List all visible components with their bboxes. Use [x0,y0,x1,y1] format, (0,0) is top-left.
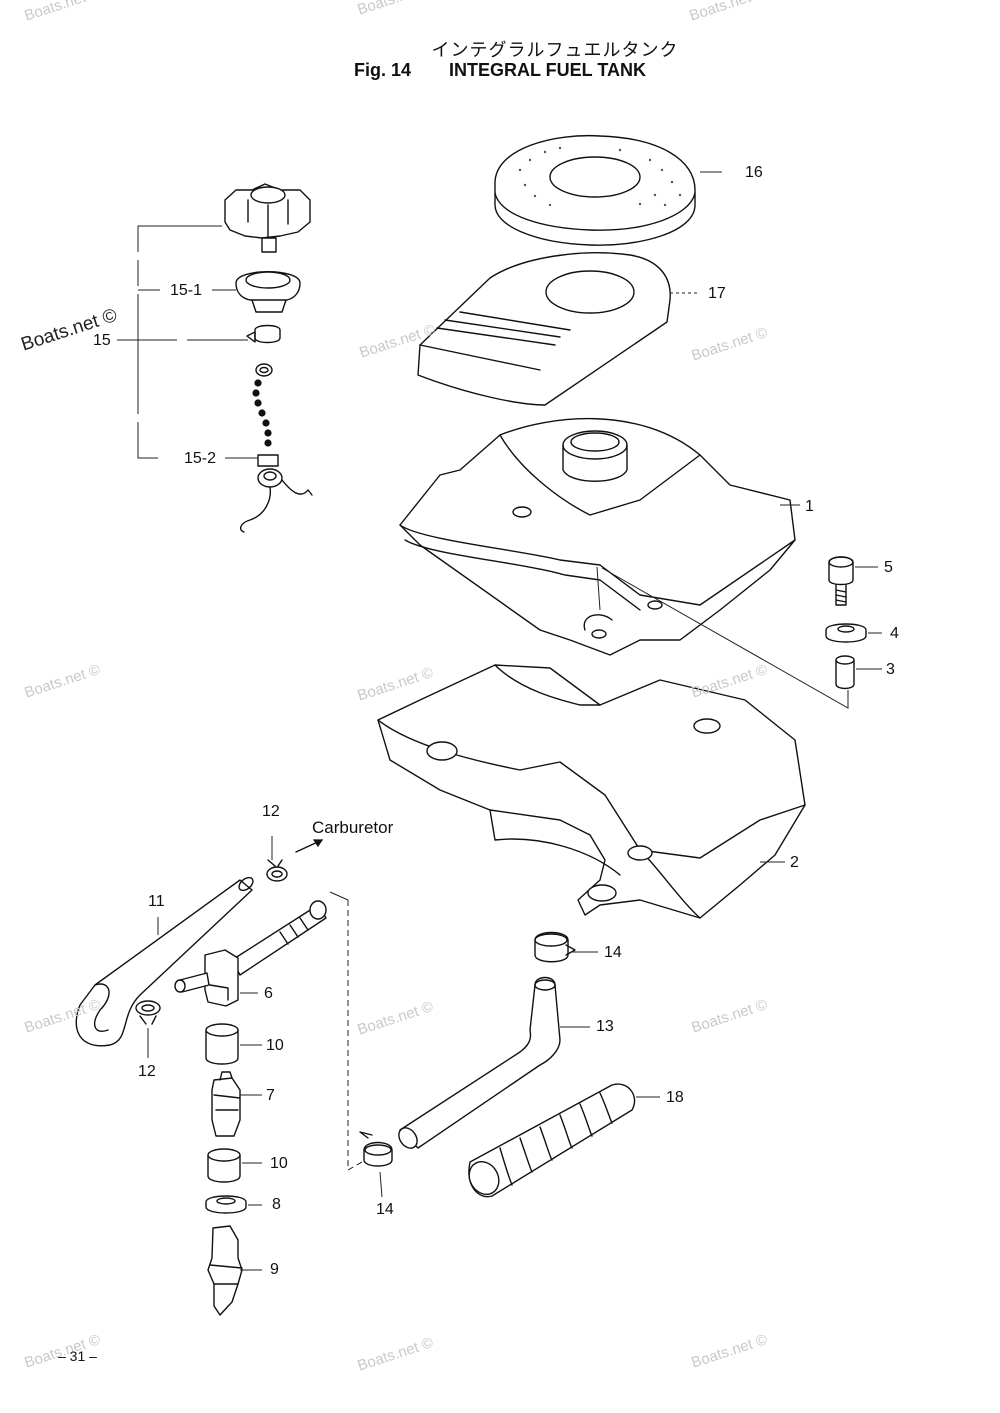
page-number: – 31 – [58,1348,97,1364]
part-6-fuel-cock [174,900,327,1007]
callout-10-upper: 10 [266,1037,284,1054]
part-11-hose [75,876,254,1047]
figure-number: Fig. 14 [353,60,411,80]
callout-14-lower: 14 [376,1201,394,1218]
callout-15: 15 [93,332,111,349]
part-5-bolt [828,556,854,606]
part-2-fuel-tank-lower [377,664,806,919]
callout-16: 16 [745,164,763,181]
title-japanese: インテグラルフュエルタンク [431,40,679,61]
part-8-washer [205,1195,247,1214]
part-13-hose [398,976,561,1149]
callout-6: 6 [264,985,273,1002]
part-15-clip [246,324,281,344]
part-17-gasket-sheet [417,252,671,406]
part-1-fuel-tank-upper [399,417,796,656]
callout-1: 1 [805,498,814,515]
callout-2: 2 [790,854,799,871]
part-14-clamp-right [534,931,576,963]
callout-7: 7 [266,1087,275,1104]
part-3-collar [835,655,855,690]
callout-15-1: 15-1 [170,282,203,299]
leader-lines [117,171,882,1271]
callout-17: 17 [708,285,726,302]
callout-8: 8 [272,1196,281,1213]
callout-14-right: 14 [604,944,622,961]
callout-4: 4 [890,625,899,642]
callout-12-lower: 12 [138,1063,156,1080]
callout-15-2: 15-2 [184,450,217,467]
part-10-rubber-upper [205,1023,239,1065]
part-15-1-seal [235,271,301,313]
part-15-fuel-cap [224,183,311,253]
callout-10-lower: 10 [270,1155,288,1172]
part-16-foam-ring [494,134,696,246]
figure-title-text: INTEGRAL FUEL TANK [449,60,646,80]
part-9-fitting [207,1225,243,1316]
callout-9: 9 [270,1261,279,1278]
callout-18: 18 [666,1089,684,1106]
callout-11: 11 [148,893,165,910]
part-10-rubber-lower [207,1148,241,1183]
part-18-hose-protector [468,1083,636,1198]
carburetor-annotation: Carburetor [312,818,394,837]
callout-13: 13 [596,1018,614,1035]
part-15-2-chain [239,363,313,533]
part-4-washer [825,623,867,643]
figure-title: Fig. 14 INTEGRAL FUEL TANK [0,60,1000,81]
part-7-joint [211,1071,241,1137]
part-14-clamp-left [359,1131,393,1167]
part-12-clamp-upper [266,859,288,882]
callout-5: 5 [884,559,893,576]
part-12-clamp-lower [135,1000,161,1025]
callout-12-upper: 12 [262,803,280,820]
callout-3: 3 [886,661,895,678]
